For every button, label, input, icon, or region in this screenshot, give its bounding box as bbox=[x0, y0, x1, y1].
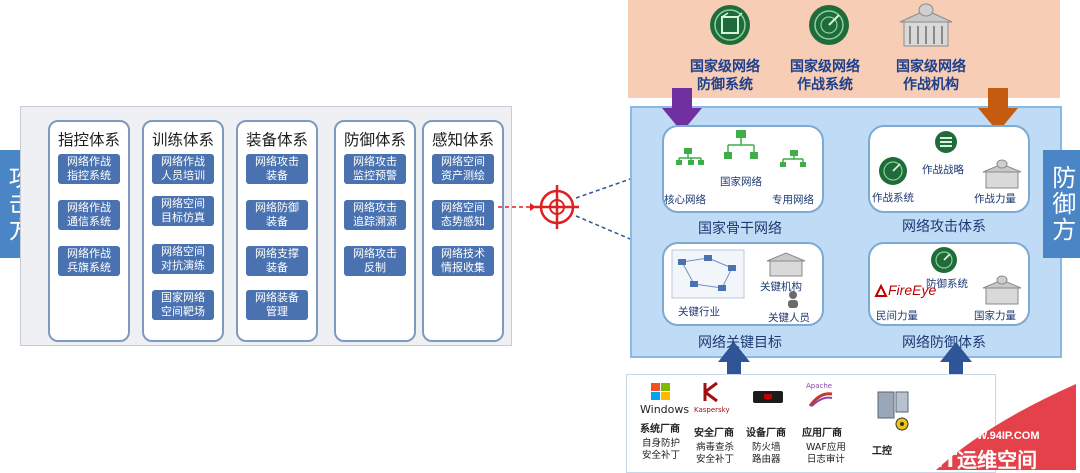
label-core-network: 核心网络 bbox=[664, 194, 706, 206]
column-title: 指控体系 bbox=[57, 131, 120, 149]
attack-capability-item: 网络攻击 反制 bbox=[344, 246, 406, 276]
attack-capability-item: 网络装备 管理 bbox=[246, 290, 308, 320]
vendor-kaspersky-logo: Kaspersky bbox=[694, 406, 730, 414]
defense-radar-icon bbox=[931, 247, 957, 273]
vendor-application-name: 应用厂商 bbox=[802, 428, 842, 439]
blue-up-arrow-left bbox=[718, 342, 750, 392]
column-title: 训练体系 bbox=[151, 131, 214, 149]
firewall-device-icon bbox=[753, 391, 783, 403]
attack-capability-item: 国家网络 空间靶场 bbox=[152, 290, 214, 320]
key-agency-building-icon bbox=[766, 252, 806, 277]
top-label-defense-system: 国家级网络 防御系统 bbox=[690, 59, 760, 93]
attack-capability-item: 网络作战 人员培训 bbox=[152, 154, 214, 184]
network-topology-icon bbox=[671, 249, 745, 299]
watermark-url: WWW.94IP.COM bbox=[956, 430, 1040, 442]
box-icon bbox=[710, 5, 750, 45]
label-key-agency: 关键机构 bbox=[760, 281, 802, 293]
top-label-combat-system: 国家级网络 作战系统 bbox=[790, 59, 860, 93]
backbone-title: 国家骨干网络 bbox=[698, 221, 782, 237]
attack-capability-item: 网络空间 对抗演练 bbox=[152, 244, 214, 274]
fireeye-brand: FireEye bbox=[888, 282, 937, 298]
defense-system-title: 网络防御体系 bbox=[902, 335, 986, 351]
apache-logo-icon bbox=[808, 392, 833, 407]
attack-system-title: 网络攻击体系 bbox=[902, 219, 986, 235]
vendor-windows-logo: Windows bbox=[640, 403, 690, 416]
vendor-security-desc: 病毒查杀 安全补丁 bbox=[696, 442, 735, 465]
attack-capability-item: 网络攻击 追踪溯源 bbox=[344, 200, 406, 230]
label-civil-force: 民间力量 bbox=[876, 310, 918, 322]
industrial-control-icon bbox=[877, 391, 909, 431]
crosshair-icon bbox=[535, 185, 579, 229]
vendor-application-desc: WAF应用 日志审计 bbox=[806, 442, 846, 465]
defender-side-label: 防御方 bbox=[1043, 150, 1080, 258]
attack-column-3: 防御体系网络攻击 监控预警网络攻击 追踪溯源网络攻击 反制 bbox=[334, 120, 416, 342]
combat-radar-icon bbox=[879, 157, 907, 185]
radar-icon bbox=[809, 5, 849, 45]
vendor-device-name: 设备厂商 bbox=[746, 428, 786, 439]
label-combat-strategy: 作战战略 bbox=[922, 164, 964, 176]
orange-down-arrow bbox=[978, 88, 1018, 132]
column-title: 感知体系 bbox=[431, 131, 494, 149]
label-national-force: 国家力量 bbox=[974, 310, 1016, 322]
defense-force-building-icon bbox=[982, 275, 1022, 305]
attack-capability-item: 网络攻击 监控预警 bbox=[344, 154, 406, 184]
force-building-icon bbox=[982, 159, 1022, 189]
attack-column-1: 训练体系网络作战 人员培训网络空间 目标仿真网络空间 对抗演练国家网络 空间靶场 bbox=[142, 120, 224, 342]
top-label-combat-agency: 国家级网络 作战机构 bbox=[896, 59, 966, 93]
network-tree-icon bbox=[676, 130, 806, 167]
watermark-swoosh-icon bbox=[936, 384, 1076, 470]
watermark: WWW.94IP.COM IT运维空间 bbox=[926, 384, 1076, 472]
vendor-industrial-name: 工控 bbox=[872, 446, 892, 457]
purple-down-arrow bbox=[662, 88, 702, 132]
attack-column-2: 装备体系网络攻击 装备网络防御 装备网络支撑 装备网络装备 管理 bbox=[236, 120, 318, 342]
attack-capability-item: 网络作战 通信系统 bbox=[58, 200, 120, 230]
attack-column-4: 感知体系网络空间 资产测绘网络空间 态势感知网络技术 情报收集 bbox=[422, 120, 504, 342]
vendor-system-desc: 自身防护 安全补丁 bbox=[642, 438, 681, 461]
label-national-network: 国家网络 bbox=[720, 176, 762, 188]
column-title: 防御体系 bbox=[343, 131, 406, 149]
vendor-security-name: 安全厂商 bbox=[694, 428, 734, 439]
vendor-panel bbox=[626, 374, 996, 473]
label-key-personnel: 关键人员 bbox=[768, 312, 810, 324]
fireeye-logo-icon bbox=[874, 284, 888, 297]
attack-capability-item: 网络技术 情报收集 bbox=[432, 246, 494, 276]
blue-up-arrow-right bbox=[940, 342, 972, 392]
building-icon bbox=[899, 3, 953, 47]
backbone-network-box bbox=[662, 125, 824, 213]
attack-capability-item: 网络支撑 装备 bbox=[246, 246, 308, 276]
attack-column-0: 指控体系网络作战 指控系统网络作战 通信系统网络作战 兵旗系统 bbox=[48, 120, 130, 342]
label-combat-force: 作战力量 bbox=[974, 193, 1016, 205]
attack-capability-item: 网络作战 兵旗系统 bbox=[58, 246, 120, 276]
attack-capability-item: 网络空间 态势感知 bbox=[432, 200, 494, 230]
column-title: 装备体系 bbox=[245, 131, 308, 149]
label-private-network: 专用网络 bbox=[772, 194, 814, 206]
attack-capability-item: 网络攻击 装备 bbox=[246, 154, 308, 184]
attack-capability-item: 网络空间 资产测绘 bbox=[432, 154, 494, 184]
key-person-icon bbox=[788, 291, 798, 308]
vendor-device-desc: 防火墙 路由器 bbox=[752, 442, 781, 465]
strategy-icon bbox=[935, 131, 957, 153]
label-defense-system: 防御系统 bbox=[926, 278, 968, 290]
kaspersky-logo-icon bbox=[703, 382, 718, 402]
label-combat-system: 作战系统 bbox=[872, 192, 914, 204]
attack-capability-item: 网络防御 装备 bbox=[246, 200, 308, 230]
windows-logo-icon bbox=[651, 383, 670, 400]
attack-capability-item: 网络空间 目标仿真 bbox=[152, 196, 214, 226]
defender-side-text: 防御方 bbox=[1047, 165, 1076, 243]
watermark-name: IT运维空间 bbox=[936, 448, 1038, 472]
vendor-system-name: 系统厂商 bbox=[640, 424, 680, 435]
attack-capability-item: 网络作战 指控系统 bbox=[58, 154, 120, 184]
key-targets-title: 网络关键目标 bbox=[698, 335, 782, 351]
vendor-apache-logo: Apache bbox=[806, 382, 833, 390]
label-key-industry: 关键行业 bbox=[678, 306, 720, 318]
